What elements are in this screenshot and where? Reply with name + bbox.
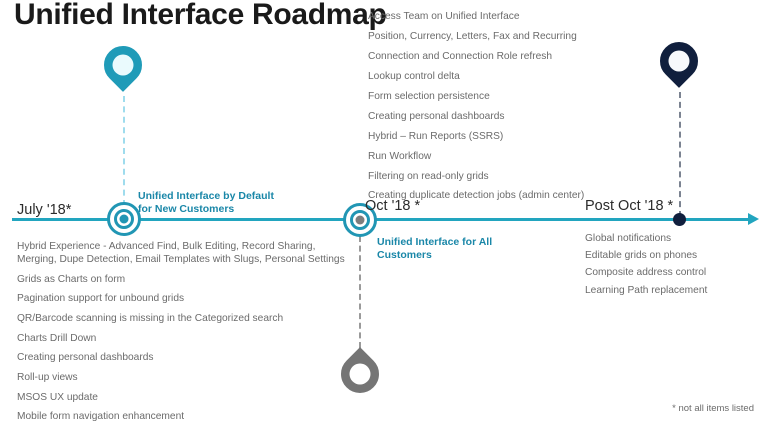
callout-unified-interface-all: Unified Interface for All Customers	[377, 236, 493, 261]
timeline-node-oct[interactable]	[343, 203, 377, 237]
list-item: Charts Drill Down	[17, 332, 97, 344]
timeline-node-oct-core	[355, 215, 365, 225]
list-item: Lookup control delta	[368, 70, 460, 82]
milestone-date-july: July '18*	[17, 202, 72, 218]
list-item: Pagination support for unbound grids	[17, 293, 185, 305]
timeline-node-july-core	[119, 214, 129, 224]
feature-list-top: Access Team on Unified Interface Positio…	[368, 10, 618, 209]
list-item: Global notifications	[585, 233, 672, 244]
list-item: Position, Currency, Letters, Fax and Rec…	[368, 30, 577, 42]
page-title: Unified Interface Roadmap	[14, 0, 387, 31]
list-item: Hybrid – Run Reports (SSRS)	[368, 130, 504, 142]
list-item: Form selection persistence	[368, 90, 490, 102]
connector-dashed-post-oct-pin	[679, 92, 681, 217]
timeline-node-july-ring	[114, 209, 134, 229]
list-item: Editable grids on phones	[585, 250, 698, 262]
milestone-date-oct: Oct '18 *	[365, 198, 421, 214]
list-item: QR/Barcode scanning is missing in the Ca…	[17, 312, 284, 324]
timeline-node-post-oct[interactable]	[673, 213, 686, 226]
list-item: Creating personal dashboards	[17, 352, 154, 364]
footnote: * not all items listed	[672, 403, 754, 414]
feature-list-post-oct: Global notifications Editable grids on p…	[585, 232, 755, 301]
list-item: Run Workflow	[368, 150, 432, 162]
list-item: Access Team on Unified Interface	[368, 11, 520, 22]
map-pin-post-oct-marker	[652, 34, 706, 88]
feature-list-july: Hybrid Experience - Advanced Find, Bulk …	[17, 240, 347, 422]
list-item: Creating personal dashboards	[368, 110, 505, 122]
map-pin-july-marker	[96, 38, 150, 92]
list-item: Grids as Charts on form	[17, 273, 126, 285]
timeline-node-oct-ring	[350, 210, 370, 230]
callout-unified-interface-default: Unified Interface by Default for New Cus…	[138, 190, 274, 215]
list-item: Learning Path replacement	[585, 284, 708, 296]
timeline-node-july[interactable]	[107, 202, 141, 236]
timeline-arrow-icon	[748, 213, 759, 225]
list-item: Connection and Connection Role refresh	[368, 50, 553, 62]
list-item: Creating duplicate detection jobs (admin…	[368, 190, 585, 202]
connector-dashed-oct-bottom	[359, 236, 361, 348]
list-item: MSOS UX update	[17, 391, 98, 403]
list-item: Hybrid Experience - Advanced Find, Bulk …	[17, 241, 345, 266]
connector-dashed-july-pin	[123, 96, 125, 206]
list-item: Filtering on read-only grids	[368, 170, 489, 182]
milestone-date-post-oct: Post Oct '18 *	[585, 198, 674, 214]
list-item: Composite address control	[585, 267, 707, 279]
list-item: Mobile form navigation enhancement	[17, 411, 185, 422]
timeline-axis	[12, 218, 750, 221]
list-item: Roll-up views	[17, 371, 78, 383]
